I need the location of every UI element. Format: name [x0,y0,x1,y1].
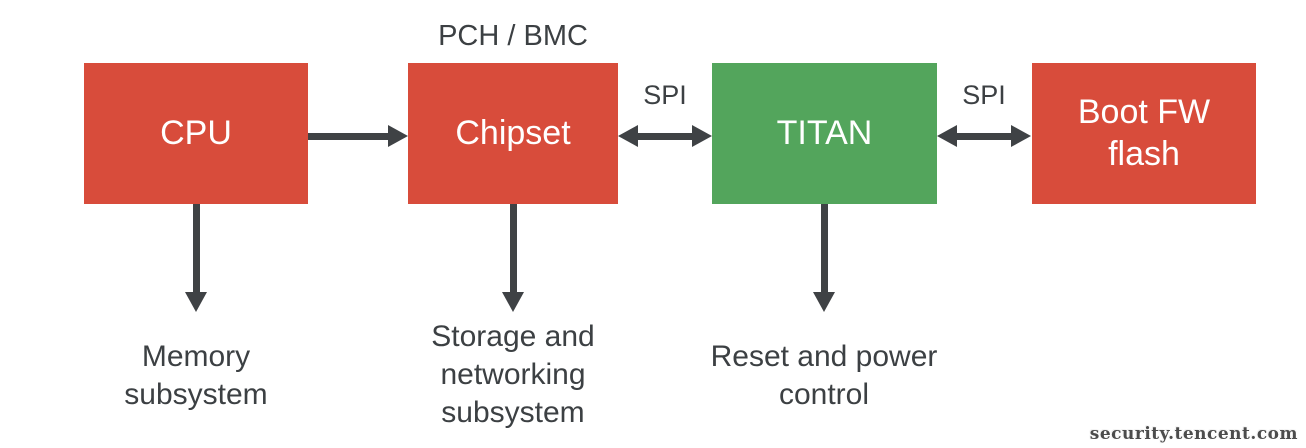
arrow-shaft [953,133,1016,140]
arrowhead-right-icon [388,125,408,147]
arrow-shaft [193,204,200,293]
arrowhead-down-icon [185,292,207,312]
memory-subsystem-label: Memory subsystem [124,340,268,411]
reset-power-control-label: Reset and power control [710,340,938,411]
storage-networking-subsystem-label: Storage and networking subsystem [431,320,595,429]
arrowhead-right-icon [1011,125,1031,147]
cpu-box: CPU [84,63,308,204]
watermark: security.tencent.com [1089,424,1298,444]
arrow-shaft [510,204,517,293]
arrow-shaft [634,133,696,140]
arrowhead-left-icon [618,125,638,147]
arrowhead-down-icon [813,292,835,312]
spi-bus-label-titan-bootfw: SPI [962,80,1006,110]
titan-box: TITAN [712,63,937,204]
arrow-shaft [308,133,390,140]
arrowhead-down-icon [502,292,524,312]
boot-fw-flash-box: Boot FW flash [1032,63,1256,204]
spi-bus-label-chipset-titan: SPI [643,80,687,110]
arrowhead-left-icon [937,125,957,147]
arrowhead-right-icon [692,125,712,147]
arrow-shaft [821,204,828,293]
pch-bmc-caption: PCH / BMC [438,20,588,52]
chipset-box: Chipset [408,63,618,204]
